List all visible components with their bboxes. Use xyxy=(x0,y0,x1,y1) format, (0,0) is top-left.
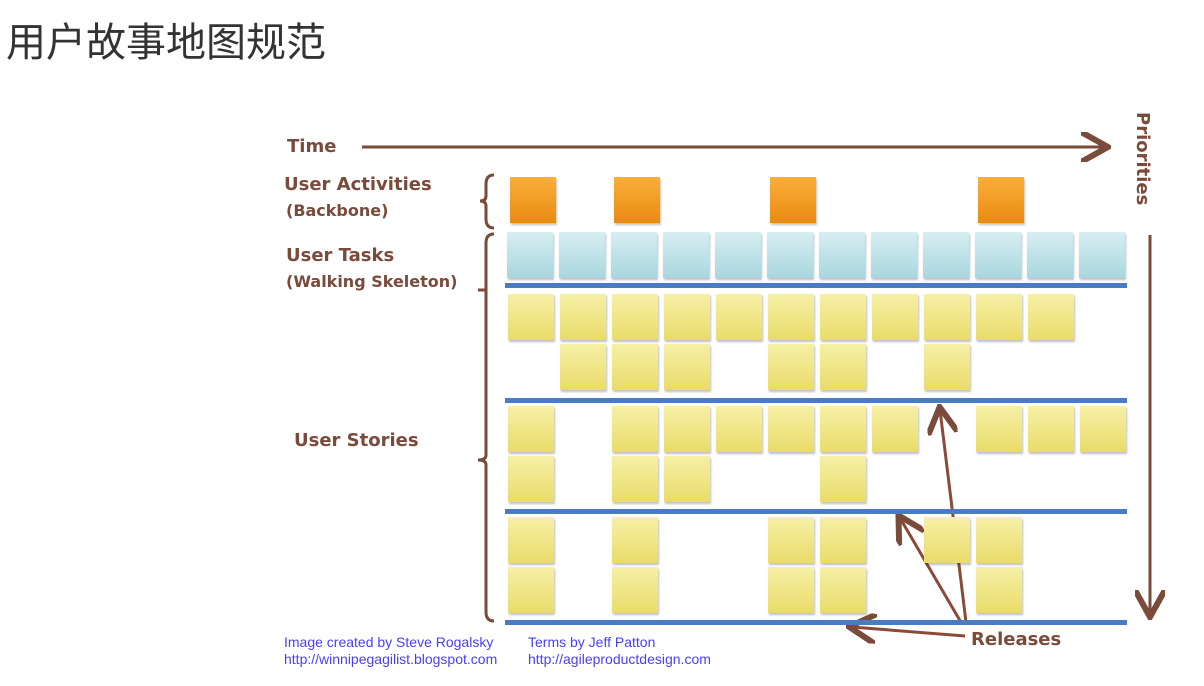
story-note xyxy=(612,344,658,390)
story-note xyxy=(508,456,554,502)
tasks-stories-bracket xyxy=(477,232,495,623)
releases-label: Releases xyxy=(971,629,1062,650)
story-note xyxy=(1028,294,1074,340)
credit-author: Image created by Steve Rogalsky http://w… xyxy=(284,634,497,668)
story-note xyxy=(612,517,658,563)
story-note xyxy=(612,406,658,452)
task-note xyxy=(767,232,813,278)
story-note xyxy=(664,294,710,340)
story-note xyxy=(664,456,710,502)
story-note xyxy=(508,294,554,340)
release-line xyxy=(505,509,1127,514)
story-note xyxy=(716,294,762,340)
story-note xyxy=(664,344,710,390)
story-note xyxy=(612,567,658,613)
story-note xyxy=(768,344,814,390)
priorities-label: Priorities xyxy=(1132,112,1153,206)
release-line xyxy=(505,398,1127,403)
task-note xyxy=(871,232,917,278)
activity-note xyxy=(770,177,816,223)
story-note xyxy=(768,294,814,340)
story-note xyxy=(820,294,866,340)
tasks-label: User Tasks xyxy=(286,245,395,266)
release-arrow-1 xyxy=(940,410,968,623)
story-note xyxy=(612,456,658,502)
activities-sublabel: (Backbone) xyxy=(286,201,389,220)
task-note xyxy=(975,232,1021,278)
task-note xyxy=(1079,232,1125,278)
activities-label: User Activities xyxy=(284,174,432,195)
story-note xyxy=(768,406,814,452)
story-note xyxy=(820,567,866,613)
task-note xyxy=(559,232,605,278)
story-note xyxy=(976,406,1022,452)
story-note xyxy=(924,517,970,563)
task-note xyxy=(507,232,553,278)
story-note xyxy=(820,344,866,390)
activities-bracket xyxy=(479,173,495,230)
credit-terms: Terms by Jeff Patton http://agileproduct… xyxy=(528,634,711,668)
story-note xyxy=(872,294,918,340)
story-note xyxy=(976,294,1022,340)
activity-note xyxy=(510,177,556,223)
story-note xyxy=(1028,406,1074,452)
story-note xyxy=(560,294,606,340)
activity-note xyxy=(978,177,1024,223)
story-note xyxy=(820,517,866,563)
story-note xyxy=(820,406,866,452)
story-note xyxy=(768,567,814,613)
story-note xyxy=(664,406,710,452)
task-note xyxy=(715,232,761,278)
task-note xyxy=(663,232,709,278)
time-label: Time xyxy=(287,136,337,157)
tasks-sublabel: (Walking Skeleton) xyxy=(286,272,458,291)
task-note xyxy=(1027,232,1073,278)
task-note xyxy=(923,232,969,278)
credit-author-name: Image created by Steve Rogalsky xyxy=(284,634,494,650)
credit-author-url[interactable]: http://winnipegagilist.blogspot.com xyxy=(284,651,498,667)
story-note xyxy=(560,344,606,390)
activity-note xyxy=(614,177,660,223)
credit-terms-name: Terms by Jeff Patton xyxy=(528,634,656,650)
story-note xyxy=(508,517,554,563)
story-note xyxy=(612,294,658,340)
story-note xyxy=(508,406,554,452)
page-title: 用户故事地图规范 xyxy=(6,20,326,66)
release-arrow-3 xyxy=(852,627,966,636)
story-note xyxy=(820,456,866,502)
story-note xyxy=(872,406,918,452)
stories-label: User Stories xyxy=(294,430,419,451)
story-note xyxy=(976,567,1022,613)
story-note xyxy=(508,567,554,613)
story-note xyxy=(716,406,762,452)
release-line xyxy=(505,283,1127,288)
story-note xyxy=(924,344,970,390)
story-note xyxy=(768,517,814,563)
credit-terms-url[interactable]: http://agileproductdesign.com xyxy=(528,651,711,667)
task-note xyxy=(819,232,865,278)
story-note xyxy=(1080,406,1126,452)
release-arrow-2 xyxy=(900,518,964,625)
story-note xyxy=(924,294,970,340)
release-line xyxy=(505,620,1127,625)
story-note xyxy=(976,517,1022,563)
task-note xyxy=(611,232,657,278)
